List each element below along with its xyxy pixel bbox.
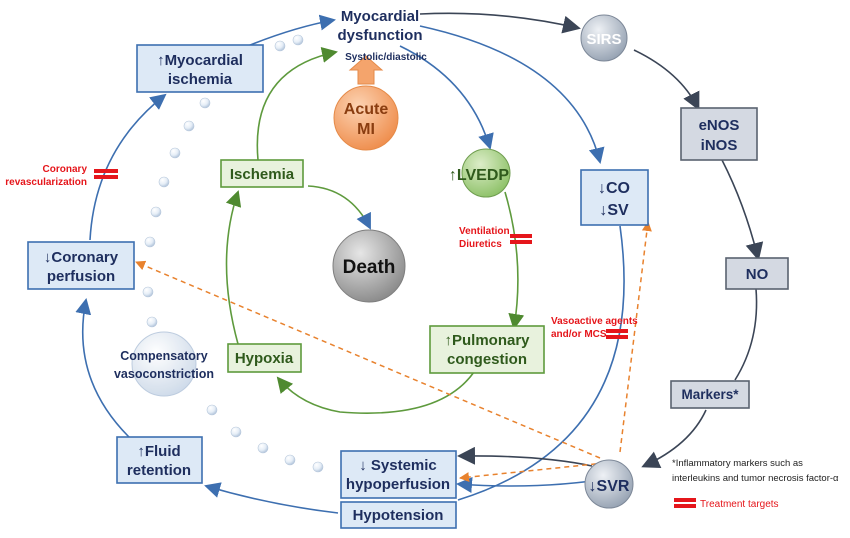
footnote-line-1: *Inflammatory markers such as [672,458,803,469]
treatment-vasoactive: Vasoactive agents and/or MCS [551,316,638,340]
pulmonary-congestion-box: ↑Pulmonary congestion [429,325,545,374]
bead-arc [142,34,324,473]
orange-dashed-arrows [135,221,652,483]
diuretics-label: Diuretics [459,239,502,250]
sirs-node: SIRS [580,14,628,62]
enos-label: eNOS [699,117,740,134]
compensatory-vasoconstriction-node: Compensatory vasoconstriction [114,331,214,397]
treatment-bar [606,329,628,333]
legend-treatment-bar [674,498,696,502]
lvedp-label: ↑LVEDP [449,167,509,184]
coronary-perfusion-label-2: perfusion [47,268,115,285]
bead [146,316,158,328]
markers-box: Markers* [670,380,750,409]
svr-label: ↓SVR [589,478,630,495]
hypotension-label: Hypotension [353,507,444,524]
coronary-revascularization-label-1: Coronary [43,164,88,175]
sv-label: ↓SV [599,202,629,219]
systemic-hypoperfusion-box: ↓ Systemic hypoperfusion [340,450,457,499]
lvedp-node: ↑LVEDP [449,148,511,198]
blue-cycle [75,14,625,514]
hypoxia-label: Hypoxia [235,350,294,367]
legend: *Inflammatory markers such as interleuki… [672,458,839,510]
vasoactive-label-1: Vasoactive agents [551,316,638,327]
no-label: NO [746,266,769,283]
systemic-hypoperfusion-label-1: ↓ Systemic [359,457,437,474]
bead [257,442,269,454]
footnote-line-2: interleukins and tumor necrosis factor-α [672,473,839,484]
bead [284,454,296,466]
legend-treatment-bar [674,504,696,508]
vasoactive-label-2: and/or MCS [551,329,607,340]
bead [158,176,170,188]
bead [150,206,162,218]
treatment-bar [606,335,628,339]
bead [183,120,195,132]
myocardial-dysfunction-label-2: dysfunction [338,27,423,44]
co-sv-box: ↓CO ↓SV [580,169,649,226]
death-label: Death [343,257,396,278]
treatment-bar [94,169,118,173]
treatment-targets-label: Treatment targets [700,499,779,510]
sirs-label: SIRS [586,31,621,48]
hypotension-box: Hypotension [340,501,457,529]
bead [312,461,324,473]
fluid-retention-label-2: retention [127,462,191,479]
fluid-retention-label-1: ↑Fluid [137,443,180,460]
bead [206,404,218,416]
death-node: Death [332,229,406,303]
systemic-hypoperfusion-label-2: hypoperfusion [346,476,450,493]
bead [292,34,304,46]
systolic-diastolic-label: Systolic/diastolic [345,52,427,63]
myocardial-ischemia-label-2: ischemia [168,71,233,88]
myocardial-dysfunction-label-1: Myocardial [341,8,419,25]
pulmonary-congestion-label-1: ↑Pulmonary [444,332,530,349]
treatment-bar [510,240,532,244]
coronary-perfusion-box: ↓Coronary perfusion [27,241,135,290]
enos-inos-box: eNOS iNOS [680,107,758,161]
bead [230,426,242,438]
coronary-perfusion-label-1: ↓Coronary [44,249,119,266]
pulmonary-congestion-label-2: congestion [447,351,527,368]
acute-mi-up-arrow [348,55,384,85]
treatment-bar [94,175,118,179]
treatment-bar [510,234,532,238]
myocardial-ischemia-label-1: ↑Myocardial [157,52,243,69]
fluid-retention-box: ↑Fluid retention [116,436,203,484]
grey-cycle [419,12,764,468]
acute-mi-label-2: MI [357,121,375,138]
svr-node: ↓SVR [584,459,634,509]
bead [144,236,156,248]
coronary-revascularization-label-2: revascularization [5,177,87,188]
no-box: NO [725,257,789,290]
bead [199,97,211,109]
compensatory-label-1: Compensatory [120,349,208,363]
bead [274,40,286,52]
compensatory-label-2: vasoconstriction [114,367,214,381]
myocardial-dysfunction-node: Myocardial dysfunction Systolic/diastoli… [338,8,428,63]
acute-mi-label: Acute [344,101,389,118]
myocardial-ischemia-box: ↑Myocardial ischemia [136,44,264,93]
acute-mi-node: Acute MI [333,55,399,151]
hypoxia-box: Hypoxia [227,343,302,373]
bead [169,147,181,159]
green-cycle [225,47,525,414]
treatment-ventilation-diuretics: Ventilation Diuretics [459,226,532,250]
treatment-coronary-revascularization: Coronary revascularization [5,164,118,188]
ischemia-box: Ischemia [220,159,304,188]
markers-label: Markers* [681,387,739,402]
inos-label: iNOS [701,137,738,154]
ischemia-label: Ischemia [230,166,295,183]
bead [142,286,154,298]
ventilation-label: Ventilation [459,226,510,237]
co-label: ↓CO [598,180,630,197]
dysfunction-to-lvedp-arrow [399,45,494,150]
